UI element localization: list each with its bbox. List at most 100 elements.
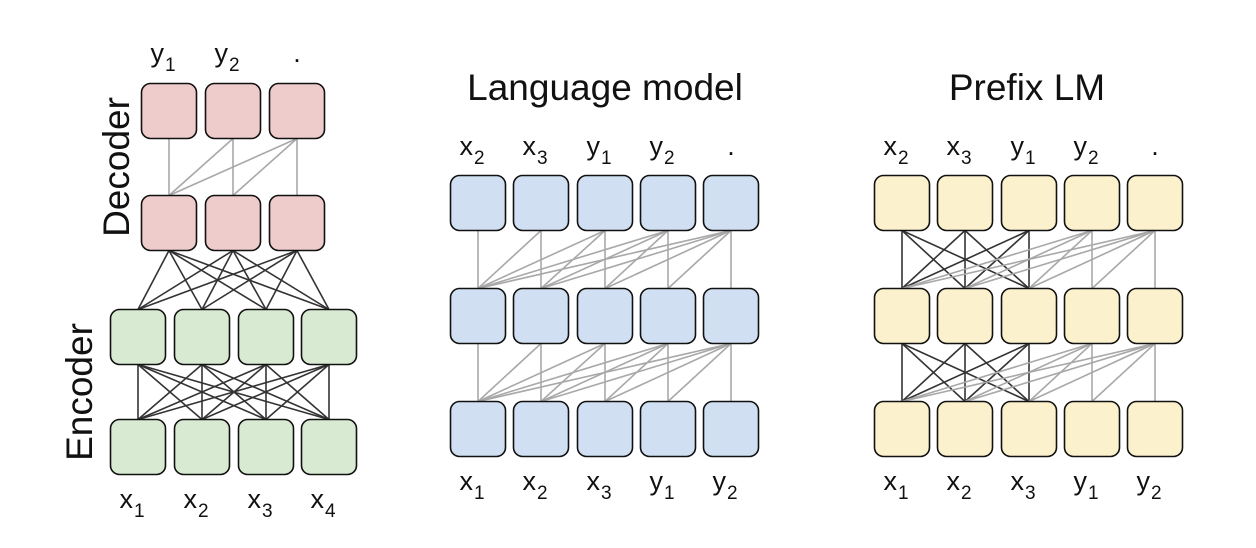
cross-attention-edge [168,249,330,311]
prefix_lm-node [1000,287,1058,345]
prefix_lm-node [1000,174,1058,232]
decoder-label: Decoder [96,97,137,237]
language_model-edge [477,342,606,403]
decoder-output-token: y2 [214,38,239,76]
language_model-node [702,400,760,458]
prefix_lm-edge [901,229,966,290]
language_model-edge [667,342,732,403]
labels: Language model Prefix LM Decoder Encoder… [59,38,1162,522]
prefix_lm-edge [1028,342,1156,403]
encoder-input-token-base: x [183,484,197,514]
prefix_lm-input-token: x3 [1010,466,1035,504]
language_model-edge [477,342,669,403]
prefix_lm-edge [901,342,1030,403]
prefix_lm-edge [964,229,1156,290]
prefix_lm-input-token-base: y [1073,466,1087,496]
encoder-input-token-base: x [247,484,261,514]
language_model-input-token: y1 [649,466,674,504]
prefix_lm-node [1063,174,1121,232]
language_model-node [512,174,570,232]
language_model-output-token: . [727,131,735,161]
prefix_lm-input-token: x1 [883,466,908,504]
language_model-node [639,174,697,232]
language_model-output-token-base: y [586,131,600,161]
prefix_lm-input-token-base: x [1010,466,1024,496]
language_model-output-token: x2 [459,131,484,169]
language_model-node [576,174,634,232]
language_model-input-token-sub: 1 [664,483,675,504]
language_model-output-token: x3 [522,131,547,169]
prefix_lm-output-token-base: x [883,131,897,161]
decoder-output-token: . [293,38,301,68]
language_model-node [639,287,697,345]
prefix_lm-node [936,400,994,458]
encoder-input-token-base: x [119,484,133,514]
language_model-edge [604,229,732,290]
prefix_lm-input-token-base: y [1136,466,1150,496]
cross-attention-edge [168,249,267,311]
language_model-input-token: y2 [712,466,737,504]
prefix_lm-output-token-sub: 1 [1025,148,1036,169]
encoder-input-token-sub: 1 [134,501,145,522]
language_model-edge [477,342,732,403]
decoder-output-token-sub: 1 [165,55,176,76]
cross-attention-edge [137,250,170,310]
decoder-edge [232,137,298,197]
language_model-edge [477,229,542,290]
prefix_lm-input-token-sub: 3 [1025,483,1036,504]
encoder-bottom-node [300,418,358,476]
prefix_lm-output-token-sub: 2 [898,148,909,169]
language_model-output-token: y1 [586,131,611,169]
prefix_lm-edge [901,229,1156,290]
language_model-output-token-sub: 2 [664,148,675,169]
language_model-output-token-base: . [727,131,735,161]
prefix_lm-node [1126,287,1184,345]
cross-attention-edge [232,249,330,311]
prefix_lm-input-token-base: x [883,466,897,496]
prefix_lm-output-token: . [1151,131,1159,161]
language_model-edge [604,342,732,403]
encoder-input-token: x4 [310,484,336,522]
encoder-edge [265,363,330,421]
decoder-output-token-sub: 2 [229,55,240,76]
encoder-input-token-sub: 2 [198,501,209,522]
language_model-edge [477,342,542,403]
encoder-top-node [237,308,295,366]
language_model-node [702,287,760,345]
decoder-edge [168,137,234,197]
decoder-output-token-base: y [150,38,164,68]
encoder-top-node [109,308,167,366]
prefix_lm-edge [1028,229,1156,290]
language_model-node [449,400,507,458]
prefix_lm-edge [901,342,1156,403]
language_model-output-token: y2 [649,131,674,169]
prefix_lm-node [873,174,931,232]
prefix_lm-input-token-base: x [946,466,960,496]
prefix_lm-input-token-sub: 1 [898,483,909,504]
language_model-output-token-sub: 2 [474,148,485,169]
language_model-node [576,400,634,458]
encoder-bottom-node [237,418,295,476]
encoder-edge [137,363,203,421]
encoder-bottom-node [109,418,167,476]
encoder-top-node [173,308,231,366]
encoder-top-node [300,308,358,366]
language_model-input-token-base: x [459,466,473,496]
language_model-edge [540,342,732,403]
prefix_lm-input-token-sub: 2 [1151,483,1162,504]
prefix_lm-output-token: y1 [1010,131,1035,169]
prefix_lm-input-token-sub: 1 [1088,483,1099,504]
language_model-input-token-base: y [712,466,726,496]
language_model-node [639,400,697,458]
decoder-input-node [268,194,326,252]
language_model-input-token-base: y [649,466,663,496]
decoder-output-node [140,82,198,140]
prefix_lm-node [936,174,994,232]
prefix_lm-edge [901,342,966,403]
encoder-bottom-node [173,418,231,476]
language_model-edge [667,229,732,290]
decoder-output-node [268,82,326,140]
language_model-output-token-base: x [459,131,473,161]
language_model-node [512,400,570,458]
encoder-edge [137,363,267,421]
